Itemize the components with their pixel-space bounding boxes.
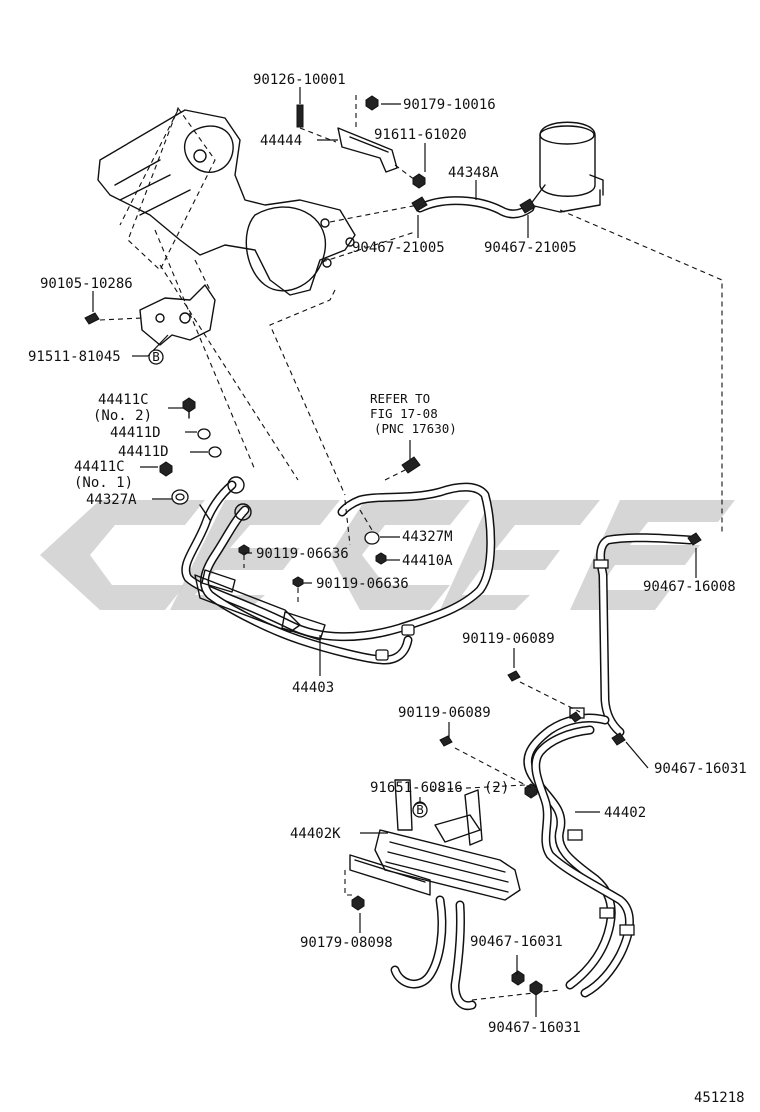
b-marker-2: B xyxy=(412,802,428,818)
steering-gear xyxy=(97,106,356,481)
label-90119-06636-a: 90119-06636 xyxy=(256,546,349,562)
label-44444: 44444 xyxy=(260,133,302,149)
label-44411C-no2-note: (No. 2) xyxy=(93,408,152,424)
label-44411D-b: 44411D xyxy=(118,444,169,460)
reservoir xyxy=(321,121,723,535)
refer-line-3: (PNC 17630) xyxy=(374,421,457,436)
diagram-id: 451218 xyxy=(694,1090,745,1106)
return-line xyxy=(593,532,702,746)
label-90119-06089-a: 90119-06089 xyxy=(462,631,555,647)
label-44410A: 44410A xyxy=(402,553,453,569)
label-91511-81045: 91511-81045 xyxy=(28,349,121,365)
label-90467-16008: 90467-16008 xyxy=(643,579,736,595)
label-90105-10286: 90105-10286 xyxy=(40,276,133,292)
bracket-44444 xyxy=(296,95,426,189)
b-marker-text-2: B xyxy=(416,802,424,817)
watermark xyxy=(40,500,735,610)
label-44411C-no2: 44411C xyxy=(98,392,149,408)
label-90467-16031-b: 90467-16031 xyxy=(470,934,563,950)
label-44411C-no1-note: (No. 1) xyxy=(74,475,133,491)
label-90467-16031-c: 90467-16031 xyxy=(488,1020,581,1036)
leader-lines xyxy=(92,87,697,1017)
label-90126-10001: 90126-10001 xyxy=(253,72,346,88)
center-fittings xyxy=(359,456,421,565)
b-marker: B xyxy=(148,349,164,365)
label-90119-06089-b: 90119-06089 xyxy=(398,705,491,721)
label-44327A: 44327A xyxy=(86,492,137,508)
cooler-44402K xyxy=(344,670,581,1011)
label-90467-21005-a: 90467-21005 xyxy=(352,240,445,256)
label-44403: 44403 xyxy=(292,680,334,696)
label-44411D-a: 44411D xyxy=(110,425,161,441)
hose-44348A xyxy=(411,196,536,219)
b-marker-text: B xyxy=(152,349,160,364)
label-44348A: 44348A xyxy=(448,165,499,181)
label-90467-21005-b: 90467-21005 xyxy=(484,240,577,256)
label-90179-08098: 90179-08098 xyxy=(300,935,393,951)
cooler-line-44402 xyxy=(523,707,635,998)
label-44411C-no1: 44411C xyxy=(74,459,125,475)
label-90179-10016: 90179-10016 xyxy=(403,97,496,113)
label-44402: 44402 xyxy=(604,805,646,821)
label-90467-16031-a: 90467-16031 xyxy=(654,761,747,777)
refer-line-1: REFER TO xyxy=(370,391,430,406)
label-91611-61020: 91611-61020 xyxy=(374,127,467,143)
refer-line-2: FIG 17-08 xyxy=(370,406,438,421)
label-44327M: 44327M xyxy=(402,529,453,545)
label-91651-qty: (2) xyxy=(484,780,509,796)
pressure-line-44403 xyxy=(181,289,496,665)
label-90119-06636-b: 90119-06636 xyxy=(316,576,409,592)
part-labels: 90126-10001 90179-10016 44444 91611-6102… xyxy=(28,72,747,1106)
mount-bracket xyxy=(84,259,216,346)
label-44402K: 44402K xyxy=(290,826,341,842)
label-91651-60816: 91651-60816 xyxy=(370,780,463,796)
